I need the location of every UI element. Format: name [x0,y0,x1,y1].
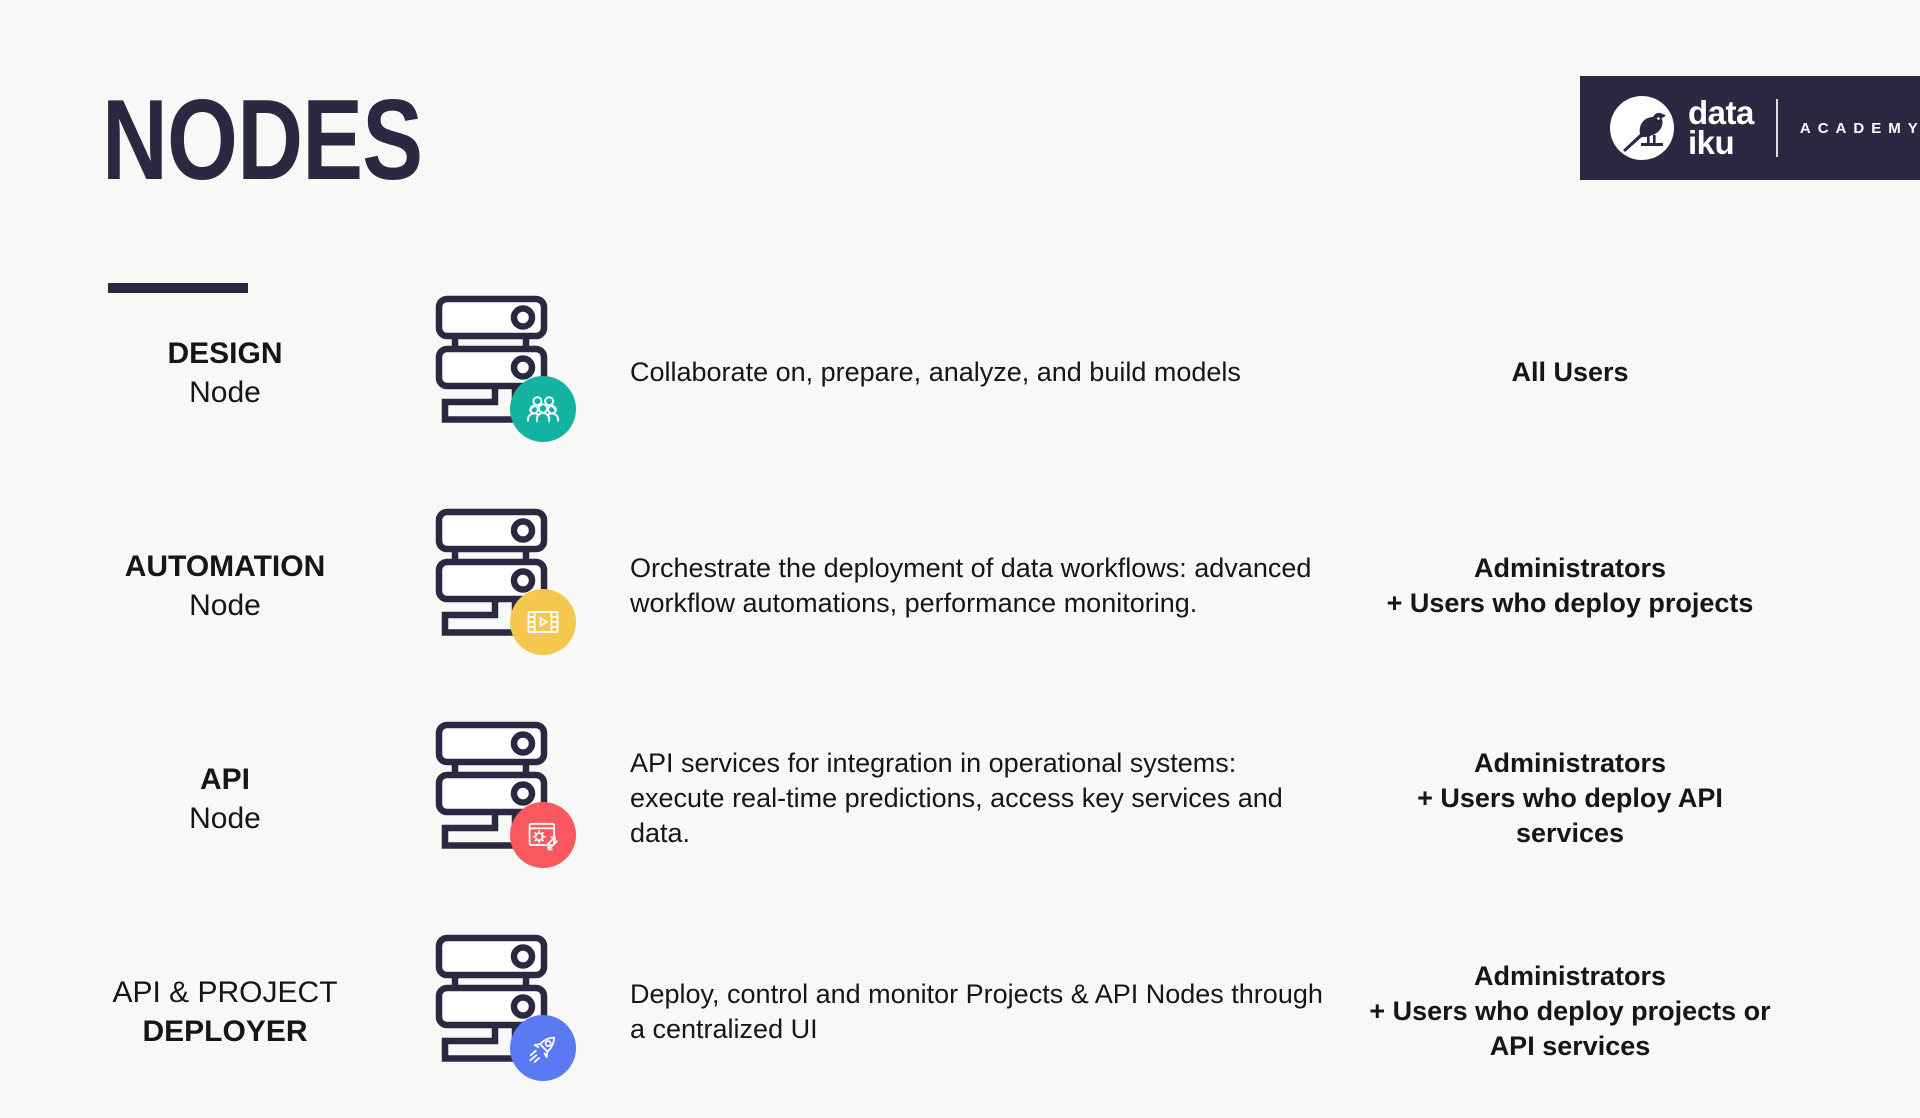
logo-program-label: ACADEMY [1799,119,1920,137]
node-name: AUTOMATION [124,549,326,583]
node-audience: Administrators + Users who deploy projec… [1386,552,1754,618]
node-name: API [199,762,250,796]
node-audience: All Users [1511,357,1629,387]
dataiku-academy-logo: data iku ACADEMY [1580,76,1920,180]
table-row-design: DESIGN Node [60,266,1920,479]
server-icon [435,295,576,442]
logo-bird-circle [1610,96,1674,160]
users-icon [510,376,576,442]
node-name: DESIGN [167,336,283,370]
rocket-icon [510,1015,576,1081]
logo-divider [1775,99,1778,157]
node-subname: Node [189,801,261,835]
node-subname: Node [189,375,261,409]
node-audience: Administrators + Users who deploy API se… [1417,748,1723,848]
logo-word-bottom: iku [1688,124,1735,161]
node-subname: Node [189,588,261,622]
node-description: Collaborate on, prepare, analyze, and bu… [630,357,1241,387]
server-icon [435,721,576,868]
bird-icon [1623,112,1666,152]
nodes-table: DESIGN Node [60,266,1920,1118]
slide: NODES data iku ACADEMY [102,76,1920,1081]
node-audience: Administrators + Users who deploy projec… [1369,961,1771,1061]
node-description: Deploy, control and monitor Projects & A… [630,978,1323,1044]
logo-wordmark: data iku [1688,94,1754,161]
node-name: API & PROJECT [112,975,338,1009]
node-subname: DEPLOYER [142,1014,308,1048]
title-underline [108,283,248,293]
table-row-automation: AUTOMATION Node [60,479,1920,692]
workflow-film-icon [510,589,576,655]
node-label: DESIGN Node [60,334,390,412]
server-icon [435,934,576,1081]
table-row-api: API Node [60,692,1920,905]
node-label: API Node [60,760,390,838]
node-label: API & PROJECT DEPLOYER [60,973,390,1051]
page-title: NODES [102,77,423,204]
server-icon [435,508,576,655]
table-row-deployer: API & PROJECT DEPLOYER [60,905,1920,1118]
node-label: AUTOMATION Node [60,547,390,625]
node-description: Orchestrate the deployment of data workf… [630,552,1312,618]
api-gear-icon [510,802,576,868]
node-description: API services for integration in operatio… [630,748,1283,848]
logo-word-top: data [1688,94,1754,132]
